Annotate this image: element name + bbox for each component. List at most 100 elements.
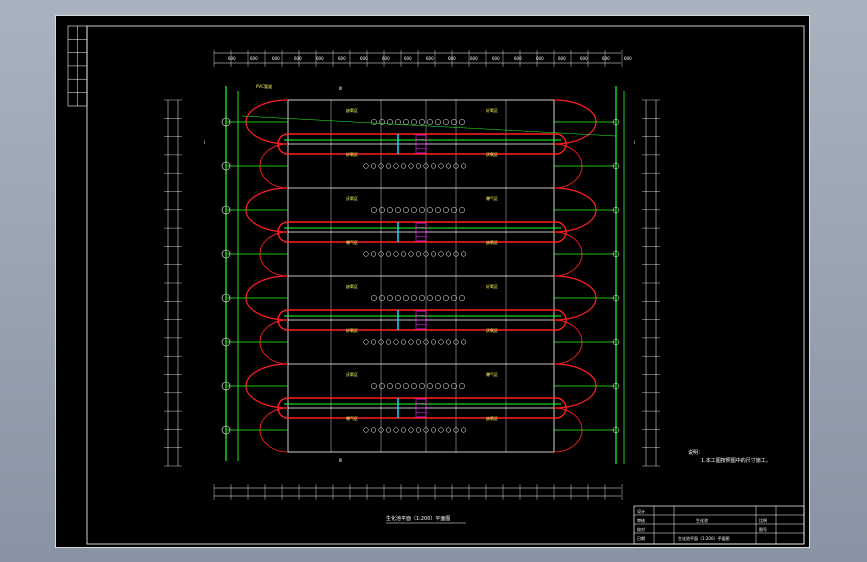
tb-sheet: 图号 <box>759 526 767 532</box>
diffuser <box>427 119 433 125</box>
diffuser <box>378 163 384 169</box>
diffuser <box>459 119 465 125</box>
diffuser <box>430 163 437 169</box>
diffuser <box>393 339 399 345</box>
valve-symbol <box>612 426 620 434</box>
diffuser <box>423 251 429 257</box>
diffuser <box>408 251 414 257</box>
diffuser <box>415 427 422 433</box>
cell-label: 厌氧区 <box>346 371 358 377</box>
cell-label: 好氧区 <box>346 151 358 157</box>
cell-label: 曝气区 <box>486 195 498 201</box>
valve-symbol <box>221 337 231 347</box>
section-mark-right: Ⅰ <box>634 140 635 145</box>
dim-text: 600 <box>602 56 610 61</box>
cell-label: 厌氧区 <box>486 327 498 333</box>
diffuser <box>430 251 437 257</box>
diffuser <box>460 163 467 169</box>
notes-heading: 说明： <box>688 449 703 456</box>
diffuser <box>408 339 414 345</box>
diffuser <box>451 295 457 301</box>
dim-text: 600 <box>448 56 456 61</box>
diffuser <box>427 207 433 213</box>
diffuser <box>363 163 369 169</box>
dim-text: 600 <box>426 56 434 61</box>
diffuser <box>430 427 437 433</box>
diffuser <box>435 207 441 213</box>
diffuser <box>451 119 457 125</box>
notes-line: 1.本工图按照图中的尺寸施工。 <box>701 457 771 464</box>
diffuser <box>371 119 377 125</box>
dim-text: 600 <box>228 56 236 61</box>
diffuser <box>395 119 401 125</box>
diffuser <box>393 163 399 169</box>
tb-drawing-name: 生化池平面（1:200）平面图 <box>678 535 730 541</box>
diffuser <box>387 207 393 213</box>
diffuser <box>393 427 399 433</box>
diffuser <box>438 427 444 433</box>
green-pipes <box>221 86 625 464</box>
diffuser <box>427 295 433 301</box>
cell-label: 缺氧区 <box>346 283 358 289</box>
title-block-frame <box>633 505 805 545</box>
diffuser <box>451 207 457 213</box>
diffuser <box>403 383 409 389</box>
dim-text: 600 <box>250 56 258 61</box>
dim-text: 600 <box>580 56 588 61</box>
diffuser <box>430 339 437 345</box>
diffuser <box>423 339 429 345</box>
diffuser <box>415 251 422 257</box>
diffuser <box>393 251 399 257</box>
diffuser <box>445 163 452 169</box>
diffuser <box>379 383 385 389</box>
cell-label: 曝气区 <box>486 371 498 377</box>
diffuser <box>400 251 407 257</box>
diffuser <box>415 339 422 345</box>
diffuser <box>443 383 449 389</box>
diffuser <box>395 295 401 301</box>
dim-text: 600 <box>272 56 280 61</box>
section-mark-left: Ⅰ <box>204 140 205 145</box>
diffuser <box>395 383 401 389</box>
valve-symbol <box>221 381 231 391</box>
diffusers <box>363 119 467 433</box>
tb-project: 生化池 <box>696 517 708 523</box>
diffuser <box>453 163 459 169</box>
tb-row-label: 设计 <box>637 508 645 514</box>
diffuser <box>423 427 429 433</box>
dim-text: 600 <box>404 56 412 61</box>
diffuser <box>378 339 384 345</box>
valve-symbol <box>612 250 620 258</box>
tb-row-label: 校对 <box>637 526 645 532</box>
cell-label: 好氧区 <box>486 107 498 113</box>
diffuser <box>378 251 384 257</box>
diffuser <box>379 295 385 301</box>
valve-symbol <box>612 206 620 214</box>
valve-symbol <box>221 293 231 303</box>
section-mark-top: Ⅲ <box>339 86 342 91</box>
valve-symbol <box>612 382 620 390</box>
dim-text: 600 <box>536 56 544 61</box>
dim-text: 600 <box>294 56 302 61</box>
dim-text: 600 <box>316 56 324 61</box>
diffuser <box>371 383 377 389</box>
diffuser <box>451 383 457 389</box>
valve-symbol <box>221 425 231 435</box>
tb-row-label: 审核 <box>637 517 645 523</box>
drawing-title: 生化池平面（1:200）平面图 <box>386 515 450 522</box>
valve-symbol <box>221 117 231 127</box>
diffuser <box>379 119 385 125</box>
cell-label: 缺氧区 <box>486 415 498 421</box>
diffuser <box>400 163 407 169</box>
diffuser <box>419 207 425 213</box>
dim-text: 600 <box>338 56 346 61</box>
diffuser <box>387 383 393 389</box>
diffuser <box>395 207 401 213</box>
diffuser <box>438 163 444 169</box>
diffuser <box>363 251 369 257</box>
diffuser <box>438 251 444 257</box>
diffuser <box>453 251 459 257</box>
diffuser <box>378 427 384 433</box>
